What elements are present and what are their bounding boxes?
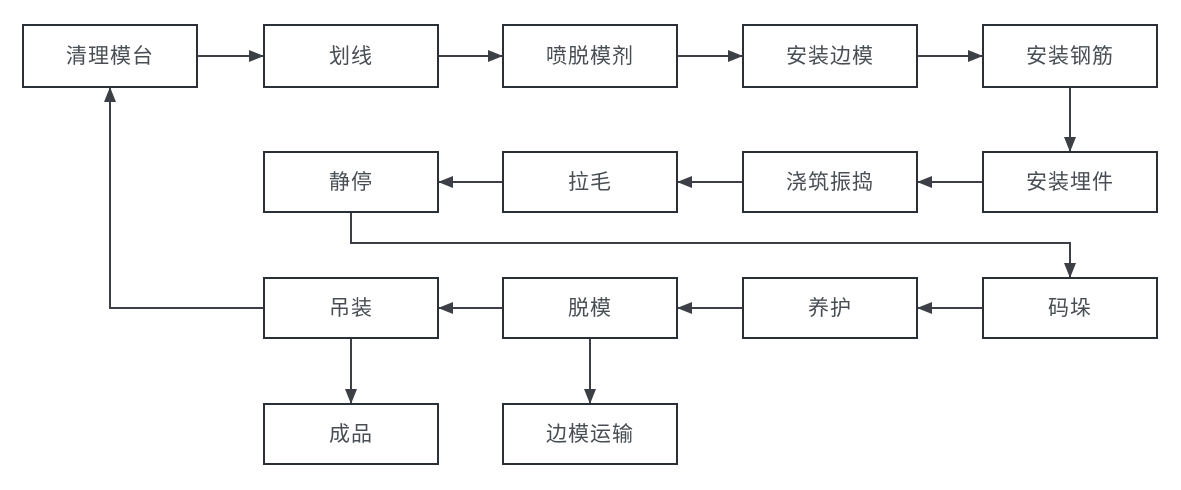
node-demolding: 脱模: [502, 277, 678, 339]
node-label: 安装钢筋: [1026, 44, 1114, 68]
node-label: 划线: [329, 44, 373, 68]
node-side-form-transport: 边模运输: [502, 403, 678, 465]
node-label: 养护: [808, 296, 852, 320]
node-install-side-forms: 安装边模: [742, 24, 918, 88]
node-label: 成品: [329, 422, 373, 446]
node-curing: 养护: [742, 277, 918, 339]
node-marking: 划线: [263, 24, 439, 88]
node-label: 脱模: [568, 296, 612, 320]
node-label: 静停: [329, 170, 373, 194]
node-label: 浇筑振捣: [786, 170, 874, 194]
edge-hoisting-to-clean-mold-table: [104, 87, 263, 309]
node-pour-and-vibrate: 浇筑振捣: [742, 151, 918, 213]
node-resting: 静停: [263, 151, 439, 213]
node-label: 拉毛: [568, 170, 612, 194]
node-label: 边模运输: [546, 422, 634, 446]
node-clean-mold-table: 清理模台: [22, 24, 198, 88]
node-label: 安装埋件: [1026, 170, 1114, 194]
node-stacking: 码垛: [982, 277, 1158, 339]
node-hoisting: 吊装: [263, 277, 439, 339]
node-label: 吊装: [329, 296, 373, 320]
node-label: 码垛: [1048, 296, 1092, 320]
node-label: 清理模台: [66, 44, 154, 68]
node-label: 喷脱模剂: [546, 44, 634, 68]
node-install-embeds: 安装埋件: [982, 151, 1158, 213]
node-roughening: 拉毛: [502, 151, 678, 213]
node-label: 安装边模: [786, 44, 874, 68]
node-spray-release-agent: 喷脱模剂: [502, 24, 678, 88]
node-install-rebar: 安装钢筋: [982, 24, 1158, 88]
edge-resting-to-stacking: [350, 213, 1076, 278]
node-finished-product: 成品: [263, 403, 439, 465]
